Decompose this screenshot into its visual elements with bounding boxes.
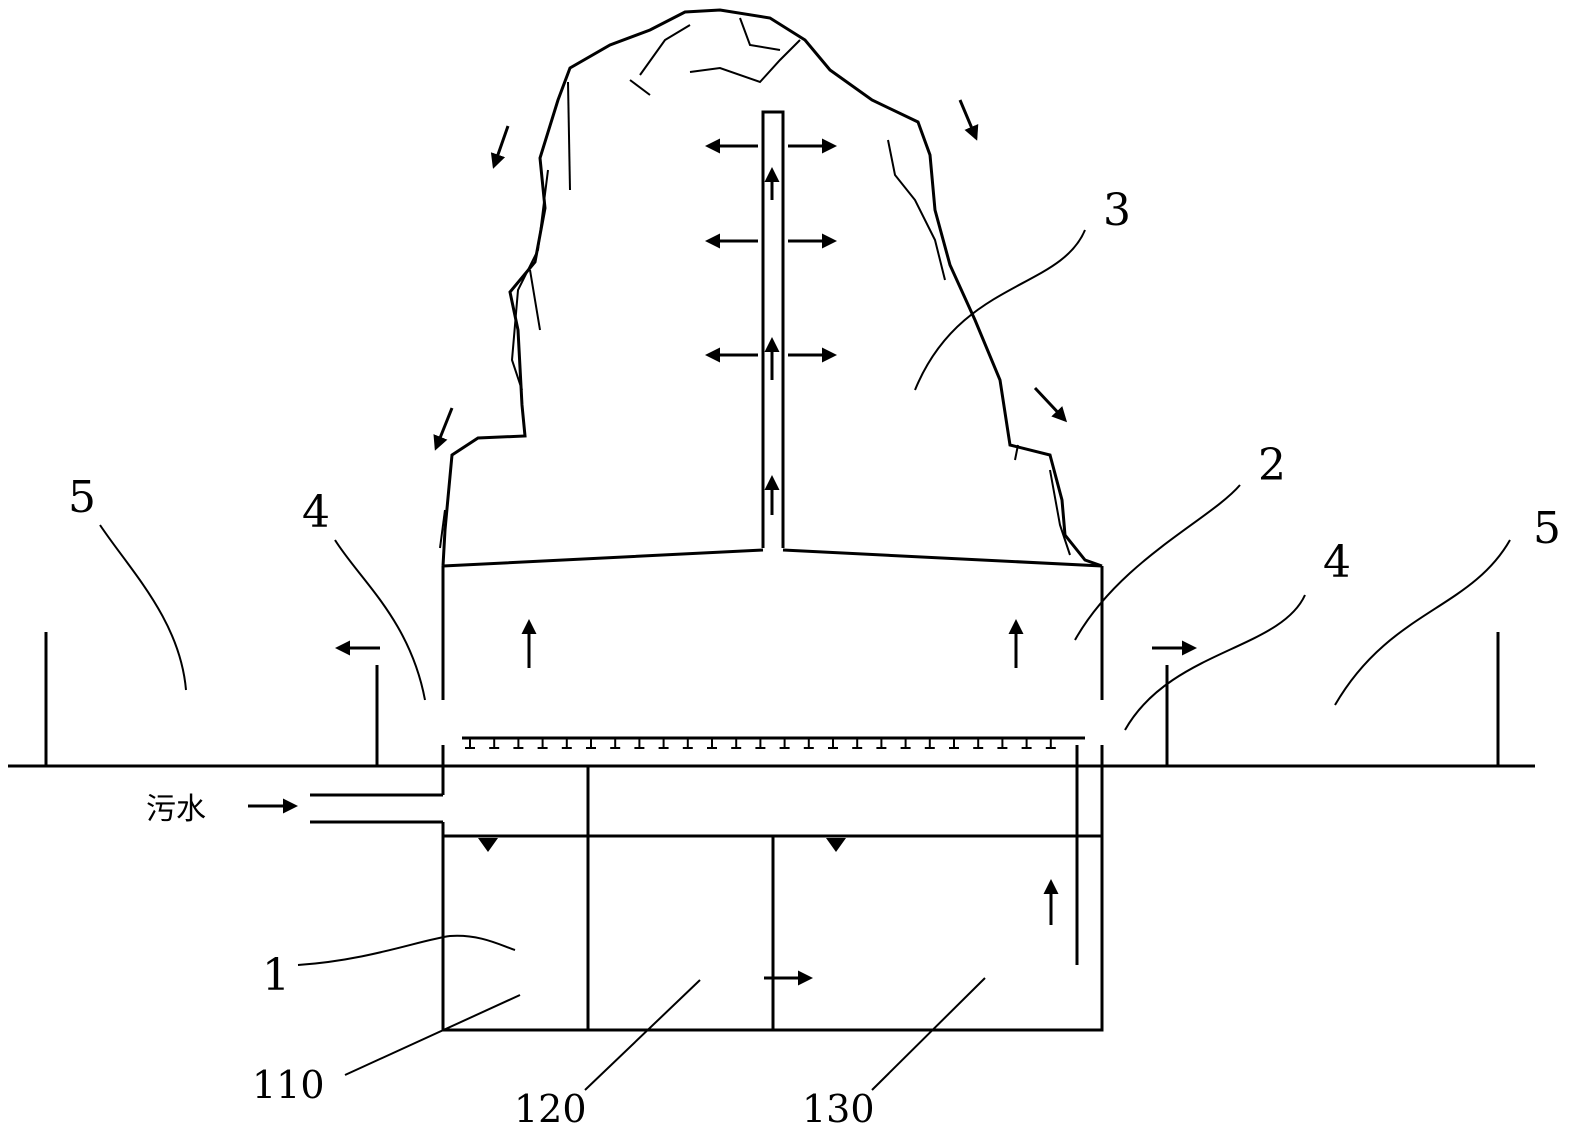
rock-texture xyxy=(887,139,946,281)
rock-texture xyxy=(629,79,651,96)
flow-arrow xyxy=(433,407,454,451)
label-planting-right: 5 xyxy=(1533,503,1561,554)
leader-110 xyxy=(344,994,521,1076)
label-chamber-120: 120 xyxy=(514,1087,587,1131)
rockery-outline xyxy=(441,8,1103,568)
rock-texture xyxy=(689,39,801,84)
flow-arrow xyxy=(1033,386,1068,423)
nozzles xyxy=(465,738,1056,749)
label-rockery: 3 xyxy=(1103,185,1131,236)
label-gap-left: 4 xyxy=(302,487,330,538)
label-tank: 1 xyxy=(262,950,290,1001)
leader-120 xyxy=(584,979,701,1091)
rock-texture xyxy=(529,269,541,331)
base-top xyxy=(442,548,1103,568)
leader-1 xyxy=(297,934,516,966)
rock-texture xyxy=(567,81,571,191)
rock-texture xyxy=(739,17,781,51)
leader-130 xyxy=(871,977,986,1091)
flow-arrows xyxy=(335,99,1197,986)
label-gap-right: 4 xyxy=(1323,537,1351,588)
leader-4-right xyxy=(1124,594,1306,731)
flow-arrow xyxy=(958,99,979,141)
rock-texture xyxy=(439,509,446,549)
label-base: 2 xyxy=(1258,440,1286,491)
label-planting-left: 5 xyxy=(68,472,96,523)
inlet-pipe xyxy=(310,793,443,824)
rock-texture xyxy=(1014,444,1019,461)
water-level-mark xyxy=(826,838,846,852)
label-chamber-130: 130 xyxy=(802,1087,875,1131)
leader-4-left xyxy=(334,539,426,701)
leader-5-right xyxy=(1334,539,1511,706)
water-level-mark xyxy=(478,838,498,852)
leader-5-left xyxy=(99,524,187,691)
rock-texture xyxy=(510,169,549,391)
leader-3 xyxy=(914,229,1086,391)
riser-pipe xyxy=(761,110,785,548)
rock-texture xyxy=(1049,469,1071,556)
label-chamber-110: 110 xyxy=(252,1063,325,1107)
leader-2 xyxy=(1074,484,1241,641)
flow-arrow xyxy=(490,125,510,169)
inlet-label: 污水 xyxy=(146,792,206,827)
rock-texture xyxy=(639,24,691,76)
